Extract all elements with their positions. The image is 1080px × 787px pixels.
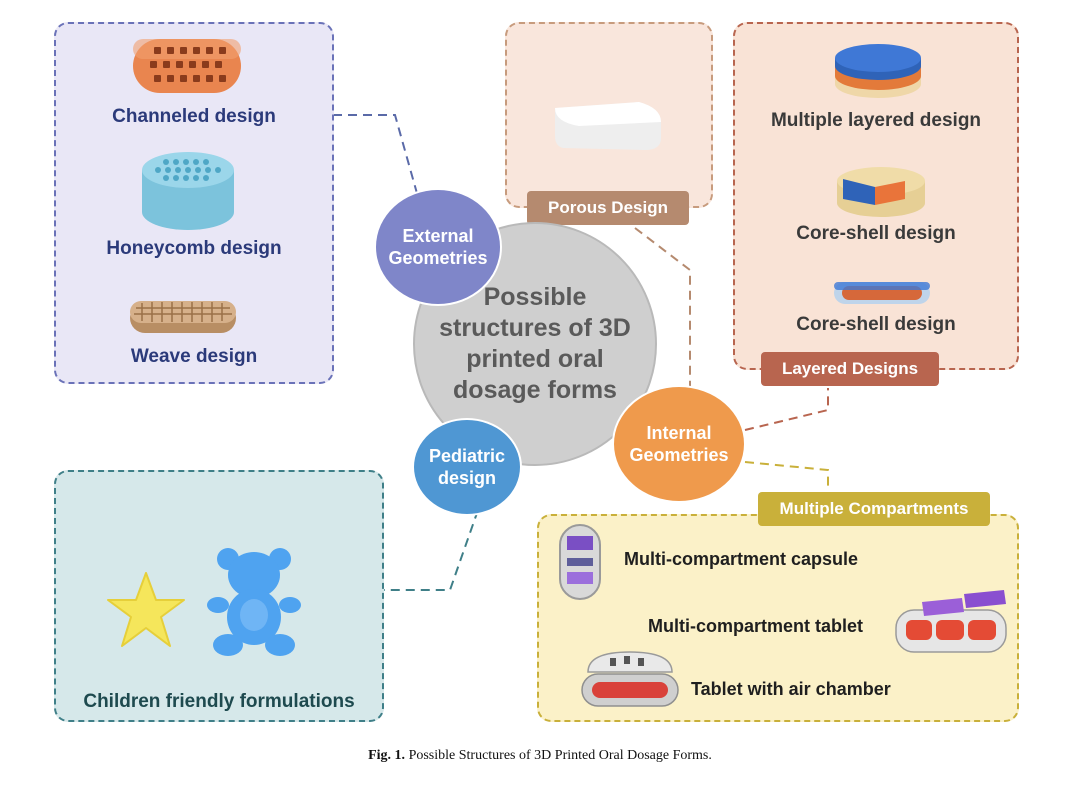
multi-compartment-tablet-label: Multi-compartment tablet (648, 616, 864, 636)
center-line-2: structures of 3D (439, 314, 631, 342)
internal-node-line-2: Geometries (629, 445, 729, 465)
multi-layered-tablet-image (835, 44, 921, 98)
connector-external (333, 114, 419, 198)
multiple-compartments-tag: Multiple Compartments (758, 492, 990, 526)
figure-caption: Fig. 1. Possible Structures of 3D Printe… (0, 748, 1080, 764)
core-shell-design-label-2: Core-shell design (796, 314, 956, 335)
external-node-line-2: Geometries (388, 248, 488, 268)
figure-number: Fig. 1. (368, 748, 406, 763)
honeycomb-tablet-image (142, 152, 234, 230)
core-shell-caplet-image (834, 282, 930, 304)
connector-porous (634, 227, 691, 390)
tablet-with-air-chamber-image (581, 651, 679, 707)
multi-compartment-capsule-label: Multi-compartment capsule (624, 549, 859, 569)
porous-tablet-image (555, 102, 661, 150)
honeycomb-design-label: Honeycomb design (106, 238, 282, 259)
layered-designs-tag: Layered Designs (761, 352, 939, 386)
core-shell-design-label-1: Core-shell design (796, 223, 956, 244)
pediatric-design-node: Pediatric design (412, 418, 522, 516)
connector-compartments (744, 461, 829, 490)
channeled-tablet-image (133, 39, 241, 93)
tablet-with-air-chamber-label: Tablet with air chamber (691, 679, 891, 699)
porous-design-tag: Porous Design (527, 191, 689, 225)
external-geometries-node: External Geometries (374, 188, 502, 306)
pediatric-node-line-2: design (437, 468, 496, 488)
external-node-line-1: External (402, 226, 474, 246)
multiple-layered-design-label: Multiple layered design (770, 110, 982, 131)
multi-compartment-capsule-image (559, 524, 601, 600)
bear-gummy-image (207, 548, 301, 656)
internal-geometries-node: Internal Geometries (612, 385, 746, 503)
multi-compartment-tablet-image (895, 590, 1007, 653)
connector-pediatric (383, 509, 479, 591)
center-line-1: Possible (483, 283, 587, 311)
center-line-4: dosage forms (453, 376, 617, 404)
pediatric-node-line-1: Pediatric (428, 446, 506, 466)
figure-caption-text: Possible Structures of 3D Printed Oral D… (408, 748, 712, 763)
weave-tablet-image (130, 301, 236, 333)
internal-node-line-1: Internal (646, 423, 712, 443)
star-gummy-image (107, 572, 185, 647)
children-friendly-formulations-label: Children friendly formulations (83, 691, 355, 712)
core-shell-tablet-image (837, 167, 925, 217)
center-line-3: printed oral (466, 345, 604, 373)
pediatric-design-box (54, 470, 384, 722)
connector-layered (744, 388, 829, 431)
channeled-design-label: Channeled design (112, 106, 276, 127)
weave-design-label: Weave design (130, 346, 258, 367)
